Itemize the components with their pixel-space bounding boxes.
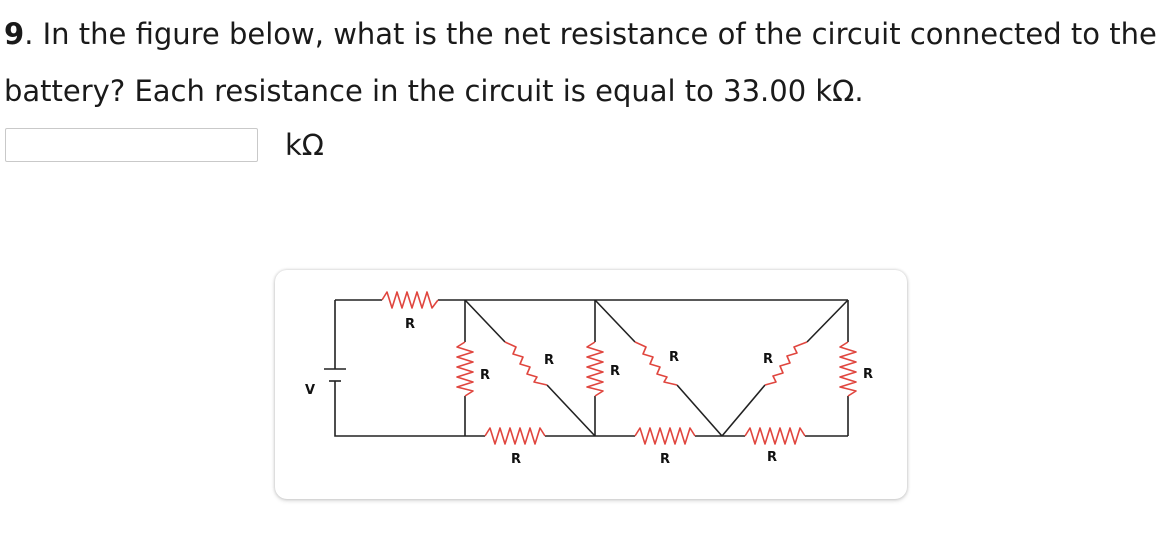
wire-diag-2b [676, 384, 723, 437]
label-battery-v: V [305, 383, 315, 398]
resistor-vertical-1 [456, 341, 474, 397]
resistor-bottom-2 [634, 427, 696, 445]
label-r-bottom-3: R [767, 450, 777, 465]
label-r-bottom-1: R [511, 452, 521, 467]
circuit-diagram: V R R R R R R R R R R [305, 291, 873, 467]
question-text: 9. In the figure below, what is the net … [4, 6, 1169, 120]
answer-unit: kΩ [285, 128, 324, 162]
question-body: . In the figure below, what is the net r… [4, 17, 1157, 108]
label-r-diagonal-2: R [669, 350, 679, 365]
label-r-top-left: R [405, 317, 415, 332]
resistor-top-left [381, 291, 439, 309]
resistor-diagonal-3 [764, 341, 808, 386]
label-r-vertical-2: R [610, 364, 620, 379]
question-number: 9 [4, 17, 25, 51]
resistor-vertical-2 [586, 341, 604, 397]
answer-input[interactable] [5, 128, 258, 162]
label-r-diagonal-3: R [763, 352, 773, 367]
label-r-diagonal-1: R [544, 353, 554, 368]
wire-diag-3b [806, 299, 849, 343]
wire-left-bottom-side [334, 381, 465, 437]
label-r-bottom-2: R [660, 452, 670, 467]
label-r-vertical-1: R [480, 368, 490, 383]
wire-diag-2a [594, 299, 636, 343]
answer-row: kΩ [5, 126, 324, 164]
resistor-diagonal-1 [504, 341, 548, 386]
resistor-diagonal-2 [634, 341, 678, 386]
label-r-vertical-3: R [863, 367, 873, 382]
resistor-vertical-3 [839, 341, 857, 397]
wire-diag-3a [721, 384, 766, 437]
resistor-bottom-1 [484, 427, 546, 445]
wire-diag-1a [464, 299, 506, 343]
wire-diag-1b [546, 384, 596, 437]
circuit-figure: V R R R R R R R R R R [275, 270, 907, 499]
resistor-bottom-3 [744, 427, 806, 445]
